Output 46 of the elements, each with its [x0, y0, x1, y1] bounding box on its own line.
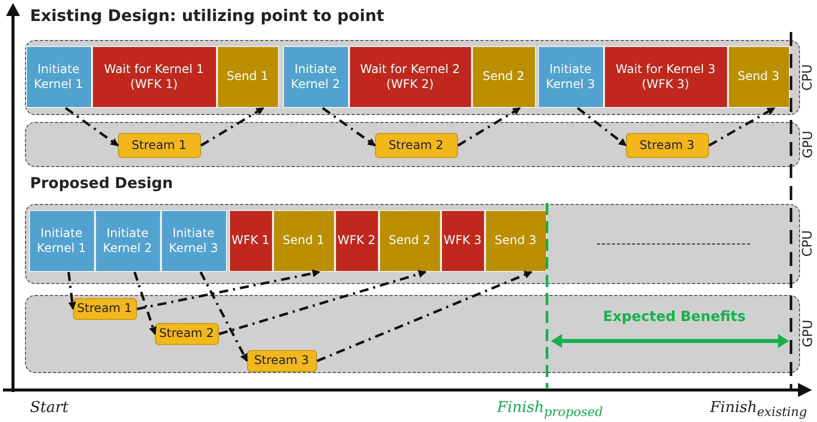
task-block: Initiate Kernel 1	[28, 210, 94, 272]
arrow	[67, 272, 76, 310]
stream-box: Stream 3	[626, 132, 708, 158]
arrow	[133, 272, 157, 335]
arrow	[708, 106, 776, 147]
arrow	[218, 270, 426, 336]
task-block: Initiate Kernel 3	[538, 46, 604, 108]
task-block: Initiate Kernel 2	[94, 210, 160, 272]
task-block: Send 1	[272, 210, 334, 272]
arrow	[200, 271, 248, 362]
task-block: Initiate Kernel 3	[160, 210, 226, 272]
axis-label: Finish$_{existing}$	[710, 398, 807, 419]
section-heading: Proposed Design	[30, 174, 173, 192]
task-block: Send 2	[378, 210, 440, 272]
stream-box: Stream 1	[72, 298, 136, 320]
task-block: WFK 2	[334, 210, 378, 272]
axis-label: Start	[30, 398, 68, 416]
task-block: WFK 3	[440, 210, 484, 272]
arrow	[64, 106, 119, 147]
stream-box: Stream 3	[246, 350, 316, 372]
lane-label: GPU	[801, 320, 816, 348]
stream-box: Stream 2	[374, 132, 458, 158]
lane-label: CPU	[800, 64, 816, 90]
benefit-label: Expected Benefits	[603, 309, 746, 325]
task-block: Wait for Kernel 3 (WFK 3)	[604, 46, 728, 108]
lane-label: GPU	[801, 130, 816, 158]
axis-label: Finish$_{proposed}$	[497, 398, 603, 419]
arrow	[322, 106, 376, 147]
task-block: WFK 1	[228, 210, 272, 272]
arrow	[316, 270, 532, 362]
stream-box: Stream 2	[154, 322, 218, 344]
stream-box: Stream 1	[118, 132, 200, 158]
arrow	[200, 106, 264, 147]
lane-label: CPU	[800, 230, 816, 257]
task-block: Initiate Kernel 1	[26, 46, 92, 108]
task-block: Wait for Kernel 2 (WFK 2)	[348, 46, 472, 108]
task-block: Send 1	[216, 46, 278, 108]
task-block: Wait for Kernel 1 (WFK 1)	[92, 46, 216, 108]
task-block: Send 3	[728, 46, 790, 108]
arrow	[457, 106, 521, 147]
task-block: Send 3	[484, 210, 546, 272]
arrow	[576, 107, 627, 146]
task-block: Initiate Kernel 2	[282, 46, 348, 108]
section-heading: Existing Design: utilizing point to point	[30, 6, 384, 25]
task-block: Send 2	[472, 46, 536, 108]
arrow	[136, 269, 320, 310]
